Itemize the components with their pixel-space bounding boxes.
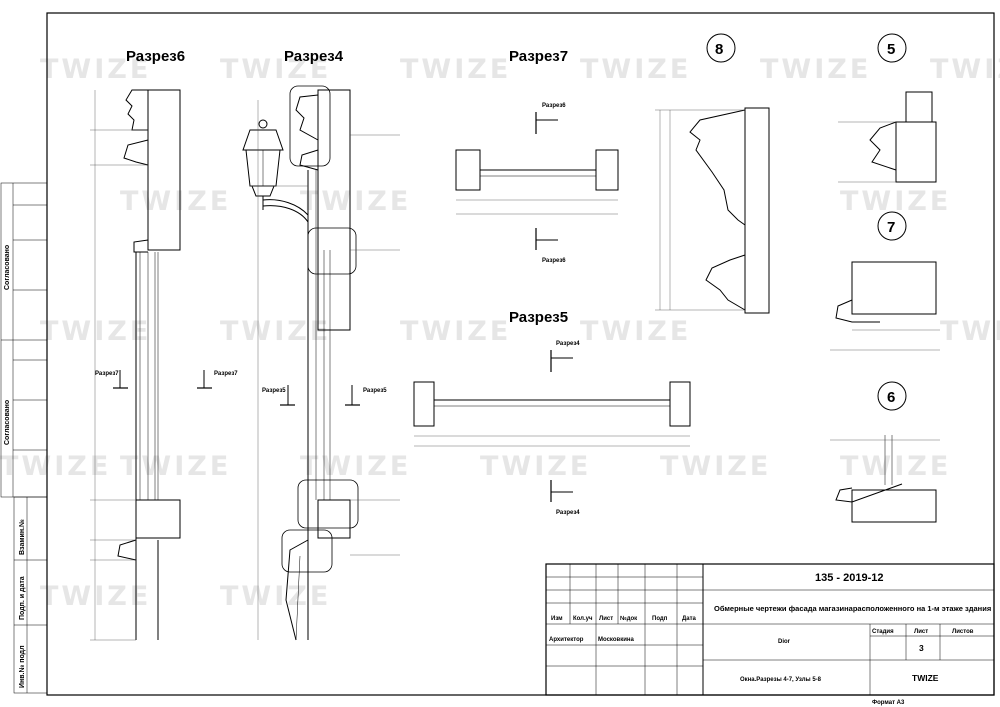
- stamp-inv-podl: Инв.№ подл: [18, 645, 26, 688]
- cut-label-r4: Разрез4: [556, 341, 580, 347]
- section-title-6: Разрез6: [126, 48, 185, 65]
- watermark: TWIZE: [760, 54, 871, 85]
- section-title-7: Разрез7: [509, 48, 568, 65]
- node-5: 5: [838, 33, 937, 183]
- tb-stage-header: Стадия: [872, 629, 894, 635]
- sheet-frame: [46, 12, 995, 696]
- section-4-drawing: [242, 85, 400, 641]
- watermark: TWIZE: [40, 581, 151, 612]
- node-8: 8: [655, 33, 770, 314]
- watermark: TWIZE: [220, 54, 331, 85]
- cut-label-r7: Разрез7: [95, 371, 119, 377]
- watermark: TWIZE: [40, 54, 151, 85]
- title-block: Изм Кол.уч Лист №док Подп Дата Архитекто…: [545, 563, 995, 706]
- watermark: TWIZE: [580, 316, 691, 347]
- tb-code: 135 - 2019-12: [815, 572, 884, 584]
- tb-header-list: Лист: [599, 616, 613, 622]
- watermark: TWIZE: [940, 316, 1000, 347]
- node-number-7: 7: [887, 219, 895, 236]
- cut-label-r4: Разрез4: [556, 510, 580, 516]
- cut-label-r5: Разрез5: [262, 388, 286, 394]
- tb-role: Архитектор: [549, 637, 584, 643]
- watermark: TWIZE: [840, 451, 951, 482]
- stamp-podp-data: Подп. и дата: [19, 576, 26, 620]
- watermark: TWIZE: [120, 451, 231, 482]
- tb-header-izm: Изм: [551, 616, 563, 622]
- section-6-drawing: [90, 89, 181, 641]
- watermark: TWIZE: [930, 54, 1000, 85]
- tb-header-koluch: Кол.уч: [573, 616, 593, 622]
- tb-object: Dior: [778, 639, 791, 645]
- cut-label-r7: Разрез7: [214, 371, 238, 377]
- tb-format: Формат А3: [872, 700, 905, 706]
- section-title-4: Разрез4: [284, 48, 344, 65]
- watermark: TWIZE: [40, 316, 151, 347]
- watermark: TWIZE: [400, 316, 511, 347]
- watermark: TWIZE: [300, 186, 411, 217]
- side-stamp: Согласовано Согласовано Взамин.№ Подп. и…: [0, 182, 48, 694]
- node-number-8: 8: [715, 41, 723, 58]
- watermark: TWIZE: [220, 316, 331, 347]
- tb-sheet-value: 3: [919, 643, 924, 653]
- section-6-cut-marks: Разрез7 Разрез7: [95, 370, 238, 389]
- tb-company: TWIZE: [912, 673, 939, 683]
- stamp-vzamin: Взамин.№: [18, 519, 26, 555]
- section-7-drawing: Разрез6 Разрез6: [455, 103, 619, 264]
- tb-sheet-name: Окна.Разрезы 4-7, Узлы 5-8: [740, 677, 822, 683]
- tb-header-nodok: №док: [620, 615, 637, 622]
- watermark-layer: TWIZE TWIZE TWIZE TWIZE TWIZE TWIZE TWIZ…: [0, 54, 1000, 612]
- watermark: TWIZE: [220, 581, 331, 612]
- tb-sheet-header: Лист: [914, 629, 928, 635]
- watermark: TWIZE: [120, 186, 231, 217]
- tb-header-data: Дата: [682, 616, 697, 622]
- node-number-5: 5: [887, 41, 895, 58]
- cut-label-r5: Разрез5: [363, 388, 387, 394]
- watermark: TWIZE: [0, 451, 111, 482]
- cut-label-r6: Разрез6: [542, 258, 566, 264]
- watermark: TWIZE: [300, 451, 411, 482]
- section-4-cut-marks: Разрез5 Разрез5: [262, 385, 387, 406]
- cut-label-r6: Разрез6: [542, 103, 566, 109]
- node-7: 7: [830, 211, 940, 351]
- watermark: TWIZE: [660, 451, 771, 482]
- section-5-drawing: Разрез4 Разрез4: [413, 341, 691, 516]
- stamp-soglasovano: Согласовано: [4, 400, 11, 445]
- tb-header-podp: Подп: [652, 616, 668, 622]
- stamp-soglasovano: Согласовано: [4, 245, 11, 290]
- watermark: TWIZE: [480, 451, 591, 482]
- tb-sheets-header: Листов: [952, 629, 974, 635]
- node-6: 6: [830, 381, 940, 523]
- tb-person: Московкина: [598, 637, 635, 643]
- section-title-5: Разрез5: [509, 309, 568, 326]
- node-number-6: 6: [887, 389, 895, 406]
- watermark: TWIZE: [580, 54, 691, 85]
- watermark: TWIZE: [400, 54, 511, 85]
- tb-title: Обмерные чертежи фасада магазинарасполож…: [714, 604, 991, 613]
